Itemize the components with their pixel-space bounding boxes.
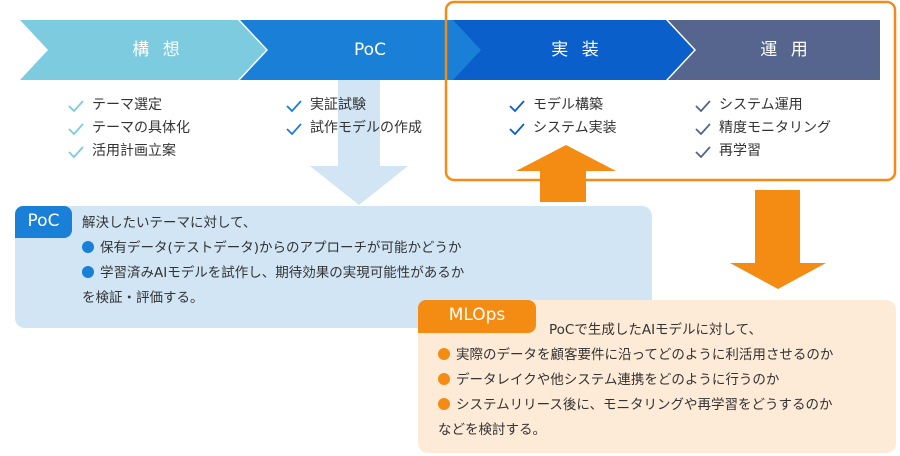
poc-bullet: 保有データ(テストデータ)からのアプローチが可能かどうか <box>82 236 464 261</box>
check-icon <box>68 122 84 135</box>
mlops-tag: MLOps <box>418 300 536 333</box>
checklist-item: 再学習 <box>695 140 831 163</box>
stage-chevron-implementation <box>453 20 694 80</box>
checklist-concept: テーマ選定 テーマの具体化 活用計画立案 <box>68 94 190 163</box>
bullet-dot-icon <box>82 266 94 278</box>
stage-chevron-poc <box>240 20 486 80</box>
checklist-implementation: モデル構築 システム実装 <box>509 94 617 140</box>
poc-intro: 解決したいテーマに対して、 <box>82 215 257 231</box>
checklist-item: テーマの具体化 <box>68 117 190 140</box>
poc-tag: PoC <box>15 206 72 238</box>
checklist-item: テーマ選定 <box>68 94 190 117</box>
stage-label-poc: PoC <box>354 40 386 60</box>
check-icon <box>695 122 711 135</box>
mlops-bullet: 実際のデータを顧客要件に沿ってどのように利活用させるのか <box>438 343 833 368</box>
bullet-dot-icon <box>438 373 450 385</box>
bullet-dot-icon <box>82 241 94 253</box>
checklist-item: 精度モニタリング <box>695 117 831 140</box>
check-icon <box>286 122 302 135</box>
mlops-outro: などを検討する。 <box>438 422 546 438</box>
mlops-bullet: システムリリース後に、モニタリングや再学習をどうするのか <box>438 393 833 418</box>
check-icon <box>695 145 711 158</box>
highlight-frame <box>444 0 897 182</box>
bullet-dot-icon <box>438 398 450 410</box>
check-icon <box>695 99 711 112</box>
poc-down-arrow <box>310 80 408 205</box>
mlops-intro: PoCで生成したAIモデルに対して、 <box>549 322 762 338</box>
stage-label-operation: 運 用 <box>760 40 812 60</box>
checklist-operation: システム運用 精度モニタリング 再学習 <box>695 94 831 163</box>
checklist-item: モデル構築 <box>509 94 617 117</box>
mlops-description-text: 実際のデータを顧客要件に沿ってどのように利活用させるのか データレイクや他システ… <box>438 343 833 443</box>
mlops-bullet: データレイクや他システム連携をどのように行うのか <box>438 368 833 393</box>
checklist-item: システム運用 <box>695 94 831 117</box>
mlops-up-arrow <box>516 145 616 202</box>
stage-chevron-concept <box>20 20 266 80</box>
check-icon <box>68 145 84 158</box>
check-icon <box>286 99 302 112</box>
checklist-item: 活用計画立案 <box>68 140 190 163</box>
check-icon <box>509 122 525 135</box>
stage-chevron-operation <box>668 20 880 80</box>
poc-description-text: 解決したいテーマに対して、 保有データ(テストデータ)からのアプローチが可能かど… <box>82 211 464 311</box>
checklist-poc: 実証試験 試作モデルの作成 <box>286 94 422 140</box>
poc-outro: を検証・評価する。 <box>82 290 204 306</box>
checklist-item: 実証試験 <box>286 94 422 117</box>
check-icon <box>68 99 84 112</box>
checklist-item: 試作モデルの作成 <box>286 117 422 140</box>
bullet-dot-icon <box>438 348 450 360</box>
checklist-item: システム実装 <box>509 117 617 140</box>
check-icon <box>509 99 525 112</box>
stage-label-concept: 構 想 <box>132 40 184 60</box>
stage-label-implementation: 実 装 <box>551 40 603 60</box>
poc-bullet: 学習済みAIモデルを試作し、期待効果の実現可能性があるか <box>82 261 464 286</box>
mlops-down-arrow <box>730 190 826 289</box>
